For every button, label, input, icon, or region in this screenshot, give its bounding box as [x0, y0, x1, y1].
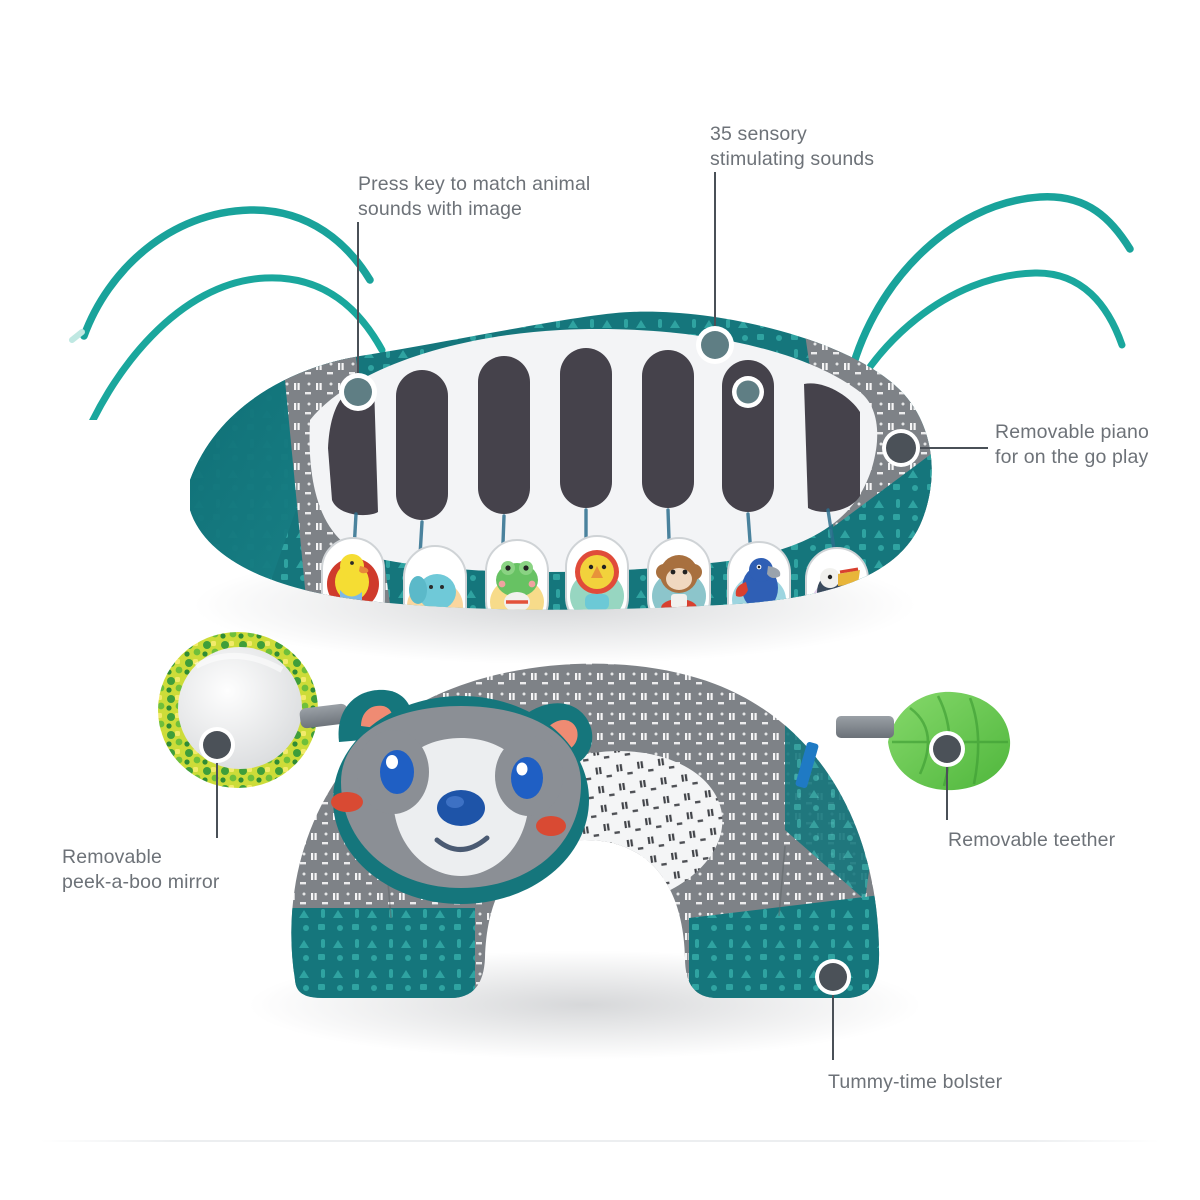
- callout-dot-press-key[interactable]: [344, 378, 372, 406]
- callout-label-tummy-time-bolster: Tummy-time bolster: [828, 1071, 1003, 1093]
- ribbon-straps-right: [838, 193, 1134, 415]
- callout-label-sensory-sounds: 35 sensory stimulating sounds: [710, 123, 875, 170]
- callout-dot-peek-a-boo-mirror[interactable]: [203, 731, 231, 759]
- callout-line-peek-a-boo-mirror: [216, 758, 218, 838]
- baseline-divider: [40, 1140, 1160, 1142]
- callout-line-removable-teether: [946, 762, 948, 820]
- callout-dot-sensory-sounds[interactable]: [701, 331, 729, 359]
- ribbon-straps-left: [69, 206, 386, 420]
- callout-dot-removable-teether[interactable]: [933, 735, 961, 763]
- callout-label-press-key: Press key to match animal sounds with im…: [358, 173, 591, 220]
- raccoon-head: [331, 689, 593, 904]
- callout-dot-removable-piano[interactable]: [886, 433, 916, 463]
- callout-line-press-key: [357, 222, 359, 392]
- callout-label-removable-piano: Removable piano for on the go play: [995, 421, 1150, 468]
- removable-piano-pillow[interactable]: [160, 300, 950, 640]
- callout-line-tummy-time-bolster: [832, 990, 834, 1060]
- callout-label-removable-teether: Removable teether: [948, 829, 1116, 851]
- tummy-time-bolster[interactable]: [265, 650, 905, 1010]
- callout-line-removable-piano: [918, 447, 988, 449]
- callout-line-sensory-sounds: [714, 172, 716, 345]
- callout-dot-tummy-time-bolster[interactable]: [819, 963, 847, 991]
- callout-label-peek-a-boo-mirror: Removable peek-a-boo mirror: [62, 846, 220, 893]
- teether-strap: [836, 716, 894, 738]
